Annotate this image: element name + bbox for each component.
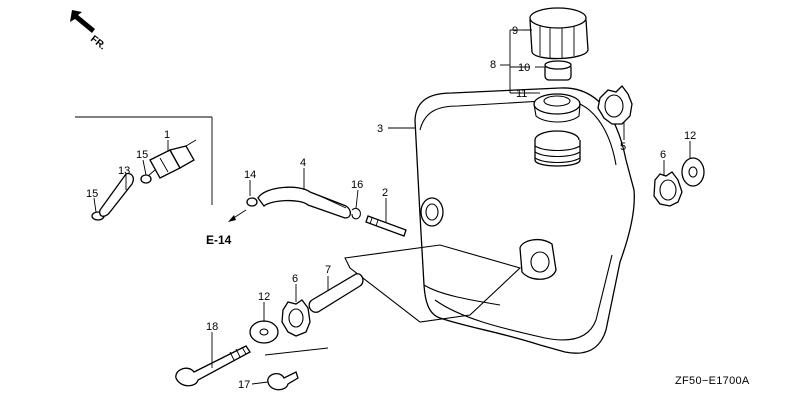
tube-clip-small [246,197,258,207]
section-divider [264,347,329,356]
callout-6-lower: 6 [292,273,298,285]
callout-7: 7 [325,264,331,276]
tube-clip [351,207,361,220]
callout-10: 10 [518,62,530,74]
cap-seal [544,60,572,81]
fuel-filter-group-bracket [75,116,213,205]
fuel-tube [257,186,352,219]
callout-1: 1 [164,129,170,141]
callout-9: 9 [512,25,518,37]
callout-2: 2 [382,187,388,199]
callout-12-lower: 12 [258,291,270,303]
callout-12-right: 12 [684,130,696,142]
callout-6-right: 6 [660,149,666,161]
drawing-code: ZF50−E1700A [675,375,750,387]
strainer-ring [533,93,581,123]
front-direction-label: FR. [88,34,108,53]
fuel-filter [147,139,197,179]
callout-4: 4 [300,157,306,169]
callout-15-lower: 15 [86,188,98,200]
mount-collar-tube [308,273,364,313]
reference-label: E-14 [206,233,232,247]
callout-17: 17 [238,379,250,391]
tank-cap [529,7,589,60]
callout-8: 8 [490,59,496,71]
front-direction-arrow-icon [70,10,95,33]
callout-13: 13 [118,165,130,177]
washer-lower [249,320,279,344]
callout-3: 3 [377,123,383,135]
fuel-tank [414,87,635,354]
callout-14: 14 [244,169,256,181]
tank-gasket-sheet [344,244,522,323]
leader-lines [93,29,691,385]
collar-lower [281,299,311,337]
callout-5: 5 [620,141,626,153]
short-bolt [267,371,299,391]
collar-right [653,171,683,207]
fuel-joint-pipe [365,215,407,237]
callout-11: 11 [516,88,527,100]
rubber-mount-upper [597,85,633,125]
reference-arrow-icon [228,209,247,222]
long-bolt [175,345,251,387]
washer-right [681,157,705,187]
callout-15-upper: 15 [136,149,148,161]
callout-16: 16 [351,179,363,191]
fuel-hose-short [99,172,134,217]
hose-clamp-upper [140,174,152,184]
callout-18: 18 [206,321,218,333]
